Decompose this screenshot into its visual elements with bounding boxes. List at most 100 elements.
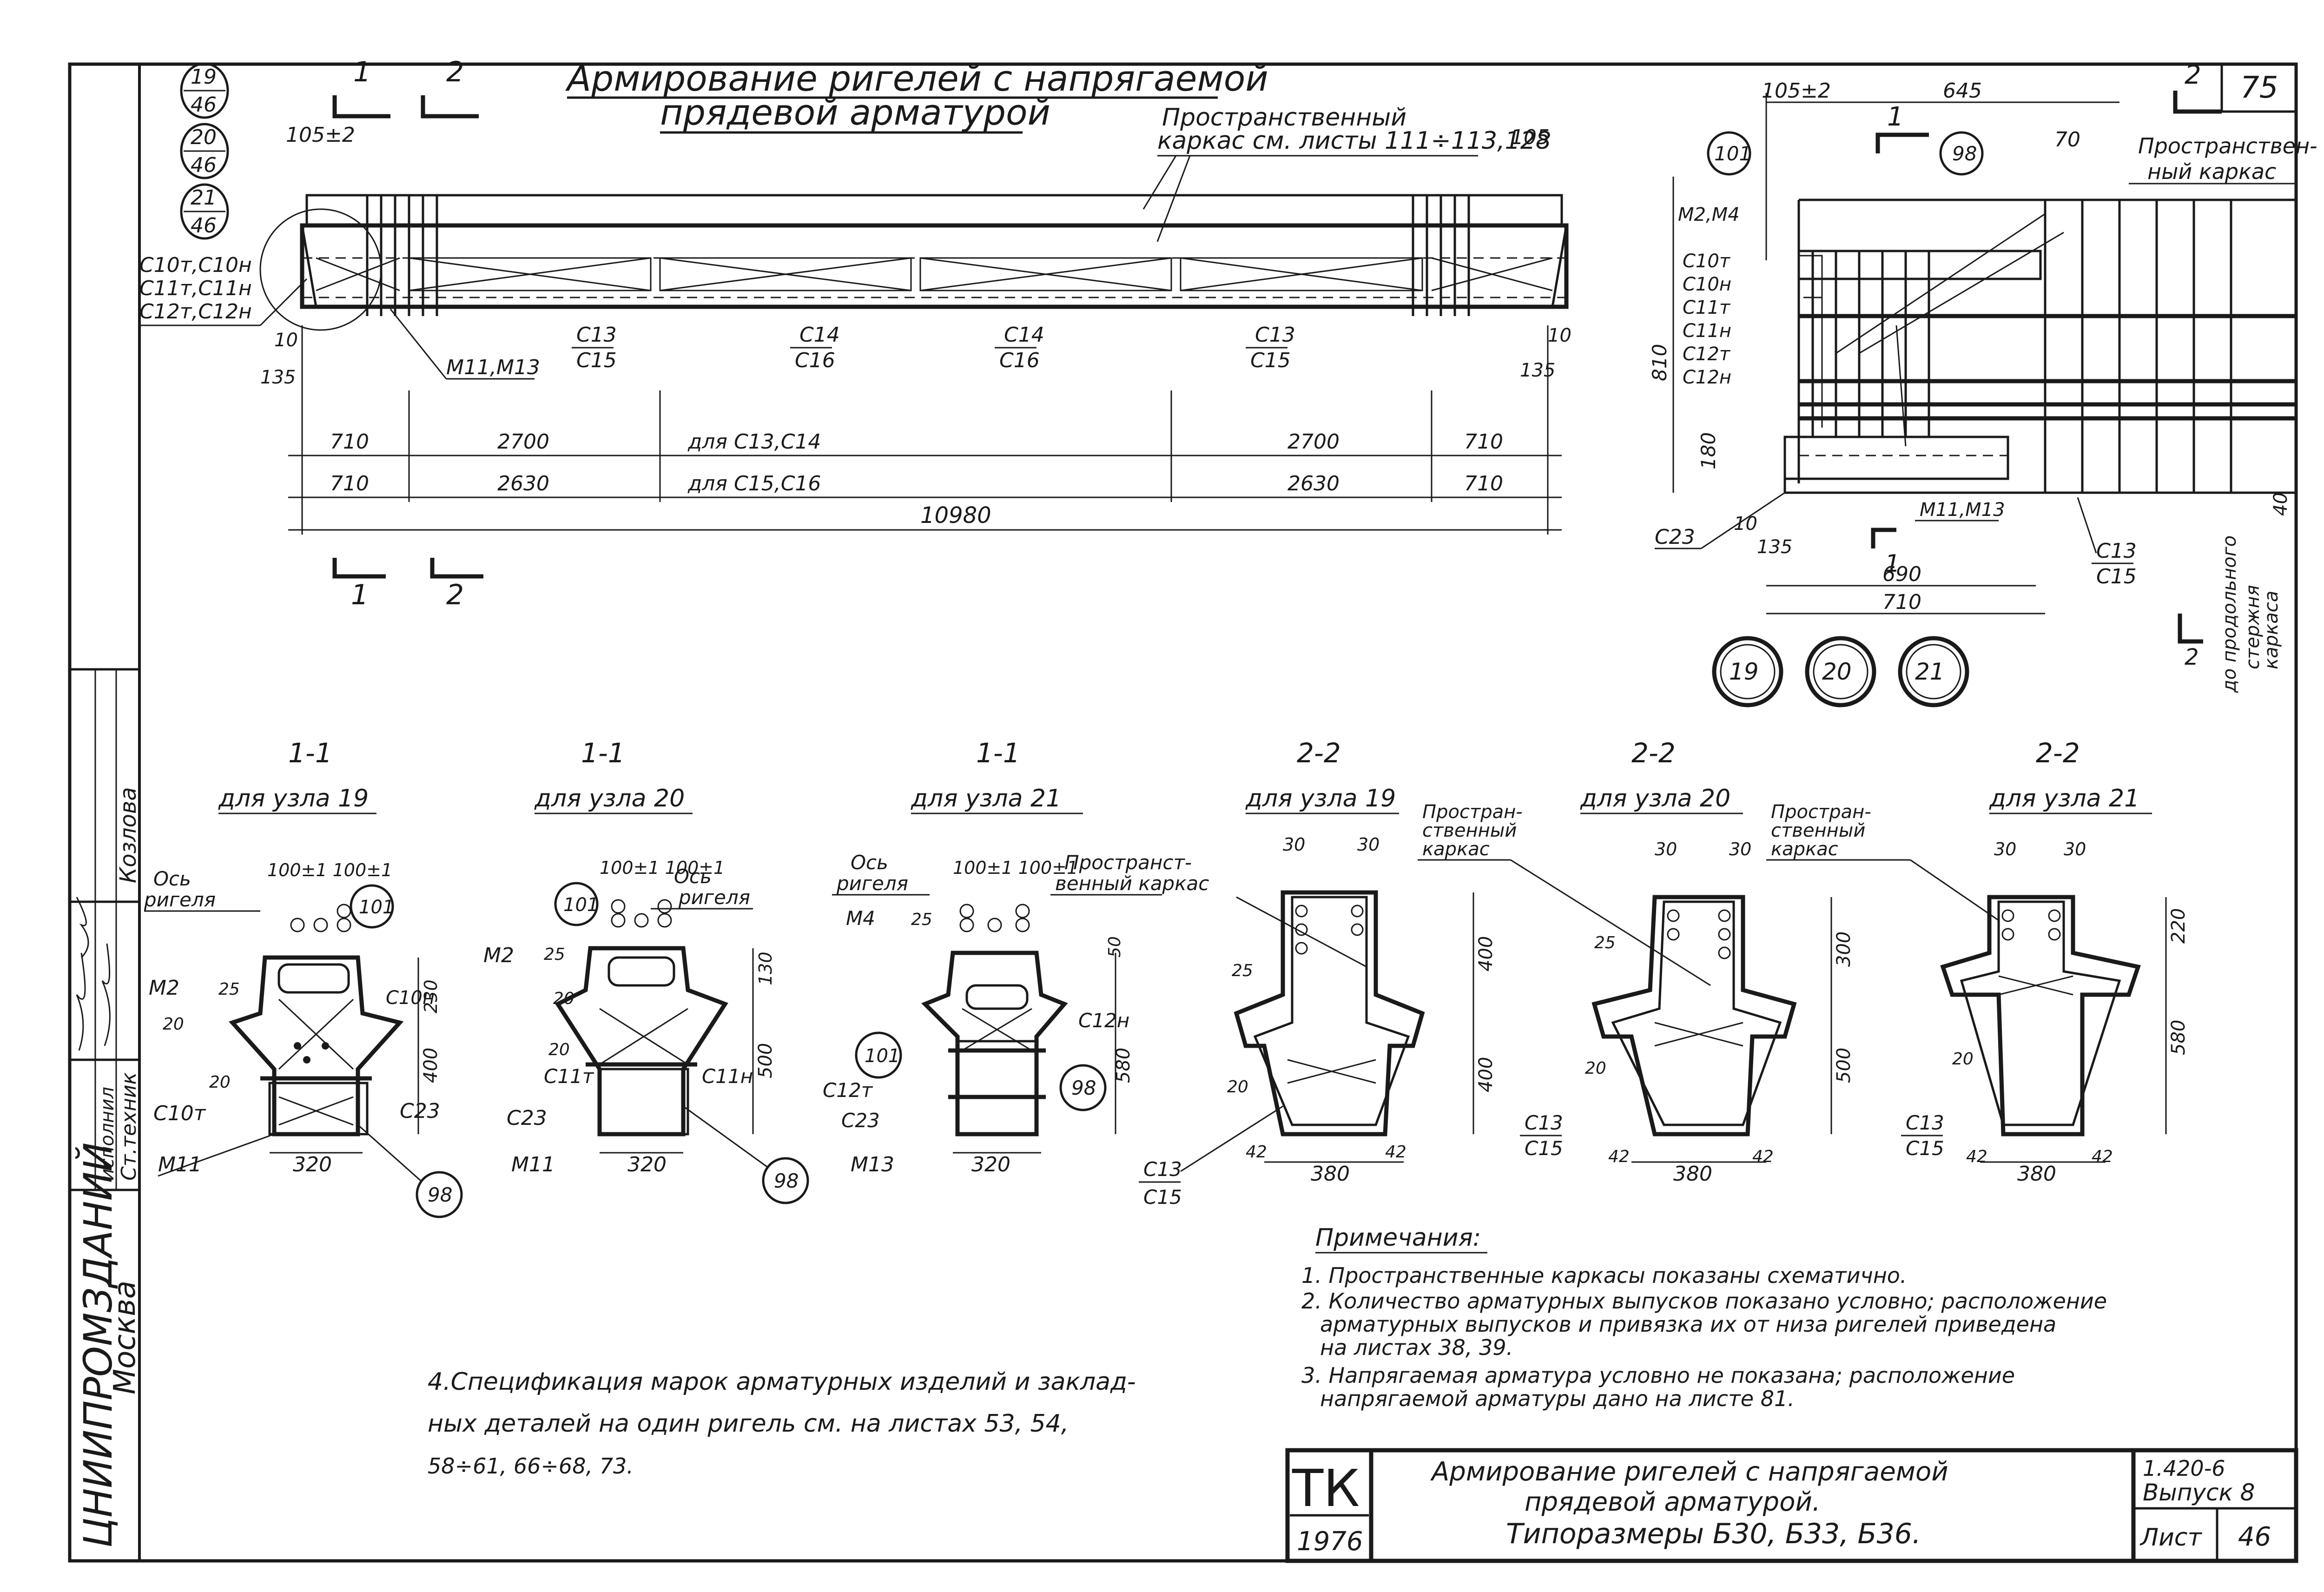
node-label-98: 98 — [1952, 142, 1977, 165]
stamp-title-3: Типоразмеры Б30, Б33, Б36. — [1506, 1518, 1921, 1550]
elev-dim-10-left: 10 — [274, 330, 298, 351]
section-sub-3: для узла 21 — [911, 785, 1061, 813]
s11-21-c12h: С12н — [1078, 1009, 1129, 1032]
node-circle-19: 19 — [1729, 658, 1759, 685]
section-mark-2-node-bottom: 2 — [2185, 644, 2199, 670]
s11-20-axis-1: Ось — [674, 865, 712, 888]
node-c13: С13 — [2096, 539, 2137, 563]
section-mark-1-node-bottom: 1 — [1885, 550, 1900, 578]
s22-21-w: 380 — [2017, 1162, 2056, 1186]
s11-21-axis-2: ригеля — [836, 872, 908, 895]
s11-21-frame-2: венный каркас — [1055, 872, 1209, 895]
s11-20-axis-2: ригеля — [678, 886, 750, 909]
s11-21-dims-top: 100±1 100±1 — [953, 858, 1078, 878]
elev-row2-2630a: 2630 — [497, 472, 549, 495]
section-mark-1-right-label: 1 — [1887, 102, 1904, 132]
section-11-node19: 101 Ось ригеля 100±1 100±1 М2 25 20 С10н… — [144, 860, 463, 1218]
s11-21-c23: С23 — [841, 1109, 880, 1132]
node-ref-21-bottom: 46 — [191, 214, 217, 238]
s22-21-frame-2: ственный — [1771, 820, 1865, 841]
note4-line2: ных деталей на один ригель см. на листах… — [428, 1410, 1069, 1438]
section-mark-2-top: 2 — [446, 56, 464, 88]
node-label-101: 101 — [1714, 142, 1751, 165]
elev-total: 10980 — [920, 502, 991, 528]
section-sub-1: для узла 19 — [218, 785, 369, 813]
node-side-note-2: стержня — [2242, 585, 2264, 669]
note-2b: арматурных выпусков и привязка их от низ… — [1320, 1312, 2056, 1337]
role2-label: исполнил — [97, 1087, 118, 1181]
elev-m11: М11,М13 — [446, 356, 540, 379]
note-3: 3. Напрягаемая арматура условно не показ… — [1301, 1363, 2015, 1388]
elev-left-label-1: С10т,С10н — [139, 253, 252, 277]
s11-19-axis-1: Ось — [153, 867, 191, 890]
section-sub-5: для узла 20 — [1580, 785, 1730, 813]
s11-21-m13: М13 — [851, 1153, 894, 1176]
s11-19-m2: М2 — [149, 976, 179, 1000]
node-ref-20-top: 20 — [191, 126, 217, 149]
note-1: 1. Пространственные каркасы показаны схе… — [1301, 1263, 1907, 1288]
frame-callout-line1: Пространственный — [1162, 104, 1406, 132]
s22-20-d300: 300 — [1833, 931, 1855, 967]
note-2c: на листах 38, 39. — [1320, 1335, 1513, 1360]
node-refs: 19 46 20 46 21 46 — [180, 62, 229, 240]
s22-19-d42b: 42 — [1385, 1143, 1406, 1162]
s22-19-d30a: 30 — [1283, 834, 1305, 855]
s11-19-d20b: 20 — [209, 1073, 231, 1092]
s11-19-w: 320 — [293, 1153, 332, 1176]
section-11-node21: Ось ригеля 100±1 100±1 Пространст- венны… — [823, 851, 1209, 1176]
elev-row1-710b: 710 — [1464, 430, 1503, 454]
s11-20-d130: 130 — [755, 951, 776, 985]
s22-21-c13: С13 — [1906, 1111, 1944, 1134]
s22-20-d30b: 30 — [1729, 839, 1751, 859]
elev-row2-2630b: 2630 — [1287, 472, 1340, 495]
elev-member-1-top: С13 — [576, 323, 617, 347]
role-label: Ст.техник — [117, 1072, 141, 1181]
s11-19-98: 98 — [428, 1183, 452, 1206]
node-ref-19-bottom: 46 — [191, 93, 217, 117]
s22-21-d42a: 42 — [1966, 1147, 1987, 1166]
author-name: Козлова — [115, 787, 141, 883]
node-left-label-3: С10н — [1683, 274, 1731, 295]
node-c15: С15 — [2096, 565, 2137, 588]
s22-19-d400a: 400 — [1475, 936, 1497, 971]
org-name: ЦНИИПРОМЗДАНИЙ — [75, 1143, 121, 1548]
elev-member-4-bottom: С15 — [1250, 349, 1291, 372]
section-11-node20: 101 Ось ригеля 100±1 100±1 М2 25 20 130 … — [483, 858, 809, 1204]
s11-20-d20b: 20 — [548, 1040, 570, 1059]
s11-21-axis-1: Ось — [851, 851, 888, 874]
section-title-2: 1-1 — [581, 737, 625, 769]
s11-19-c10h: С10н — [386, 987, 435, 1009]
elev-left-label-3: С12т,С12н — [139, 300, 252, 324]
s22-21-d30a: 30 — [1994, 839, 2016, 859]
node-frame-text-1: Пространствен- — [2138, 133, 2317, 159]
s11-21-d580: 580 — [1113, 1048, 1134, 1083]
section-mark-2-right — [2173, 91, 2222, 114]
elev-row2-710a: 710 — [330, 472, 369, 495]
elev-dim-135-right: 135 — [1520, 360, 1555, 381]
node-ref-20-bottom: 46 — [191, 153, 217, 177]
stamp-series: 1.420-6 — [2143, 1456, 2225, 1481]
s11-19-dims-top: 100±1 100±1 — [267, 860, 392, 880]
notes-title: Примечания: — [1315, 1224, 1481, 1252]
s11-19-101: 101 — [359, 897, 394, 918]
signature2 — [101, 943, 111, 1046]
stamp-issue: Выпуск 8 — [2143, 1479, 2255, 1506]
beam-elevation: Пространственный каркас см. листы 111÷11… — [139, 104, 1571, 535]
s22-21-frame-1: Простран- — [1771, 801, 1871, 823]
section-marks-top: 1 2 1 2 — [332, 56, 483, 611]
s11-20-m11: М11 — [511, 1153, 555, 1176]
s22-21-d220: 220 — [2168, 908, 2189, 944]
note-2: 2. Количество арматурных выпусков показа… — [1301, 1288, 2107, 1314]
note4-line1: 4.Спецификация марок арматурных изделий … — [428, 1368, 1136, 1396]
s11-21-c12t: С12т — [823, 1079, 873, 1102]
title-stamp: ТК 1976 Армирование ригелей с напрягаемо… — [1285, 1448, 2298, 1563]
node-dim-10: 10 — [1734, 513, 1757, 535]
section-mark-2-right-label: 2 — [2185, 60, 2201, 90]
elev-row1-710a: 710 — [330, 430, 369, 454]
s11-20-m2: М2 — [483, 944, 514, 967]
stamp-tk: ТК — [1292, 1459, 1360, 1518]
node-dim-690: 690 — [1882, 562, 1921, 586]
stamp-year: 1976 — [1297, 1526, 1363, 1557]
node-dim-810: 810 — [1648, 344, 1671, 381]
node-left-label-6: С12т — [1683, 344, 1731, 365]
